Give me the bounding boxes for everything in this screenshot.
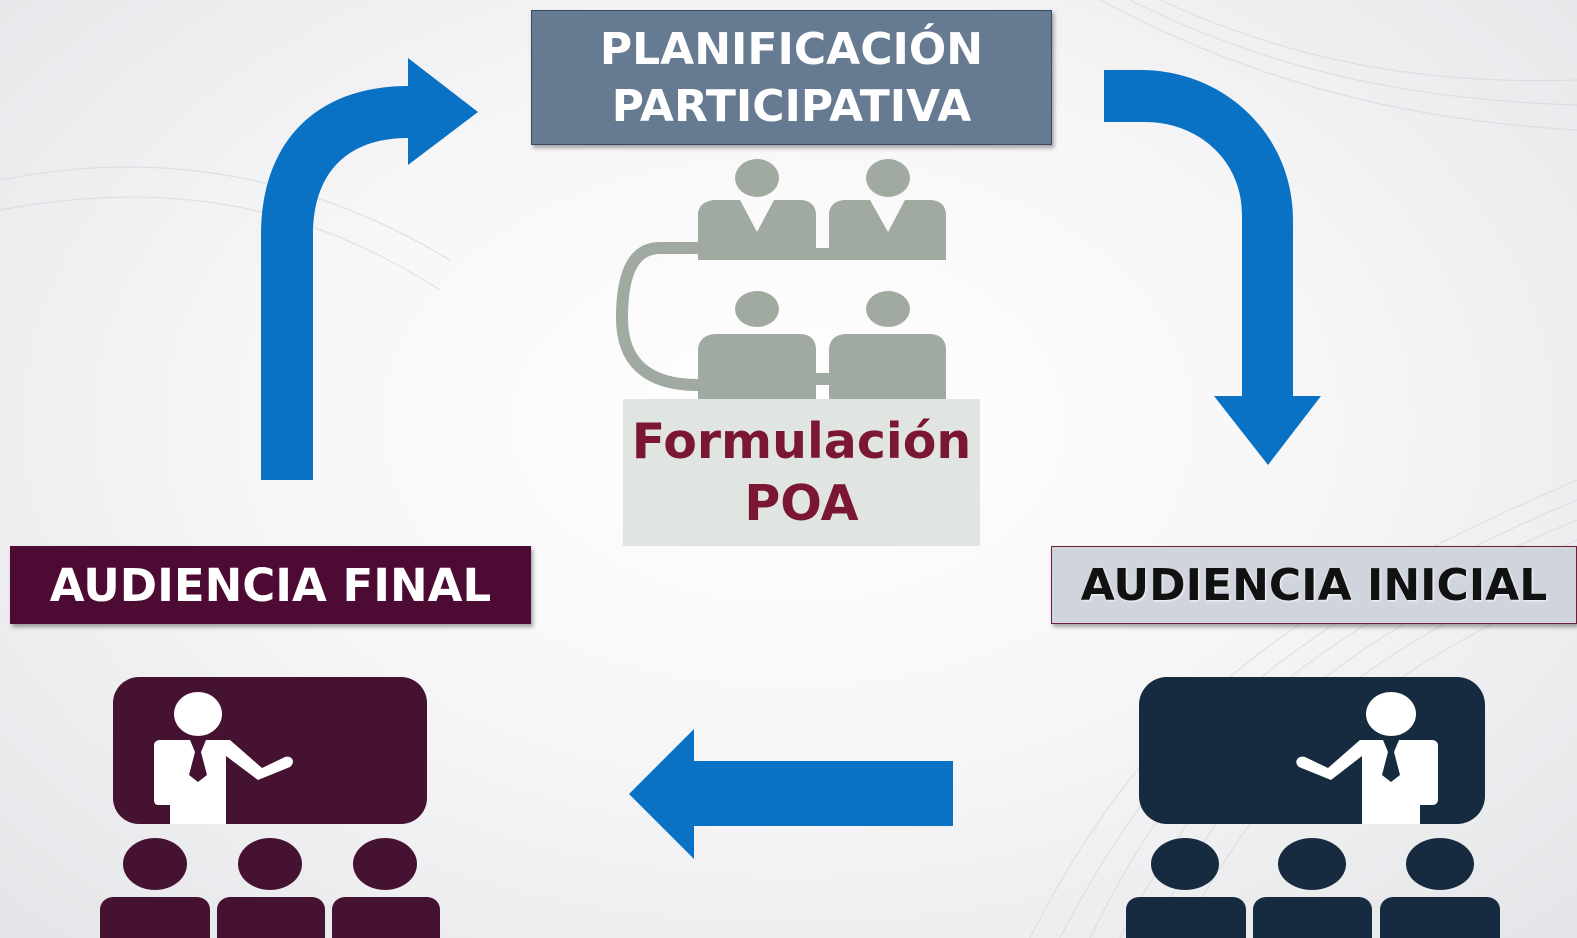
curved-arrow-up-right-icon [261,58,478,480]
curved-arrow-down-icon [1104,70,1321,465]
arrow-left-icon [629,729,953,859]
audiencia-inicial-label: AUDIENCIA INICIAL [1051,546,1577,624]
audiencia-final-label: AUDIENCIA FINAL [10,546,531,624]
presenter-audience-icon [100,677,440,938]
formulacion-poa-label: Formulación POA [623,399,980,546]
meeting-table-people-icon [615,159,946,400]
planificacion-participativa-label: PLANIFICACIÓN PARTICIPATIVA [531,10,1052,145]
presenter-audience-icon [1126,677,1500,938]
